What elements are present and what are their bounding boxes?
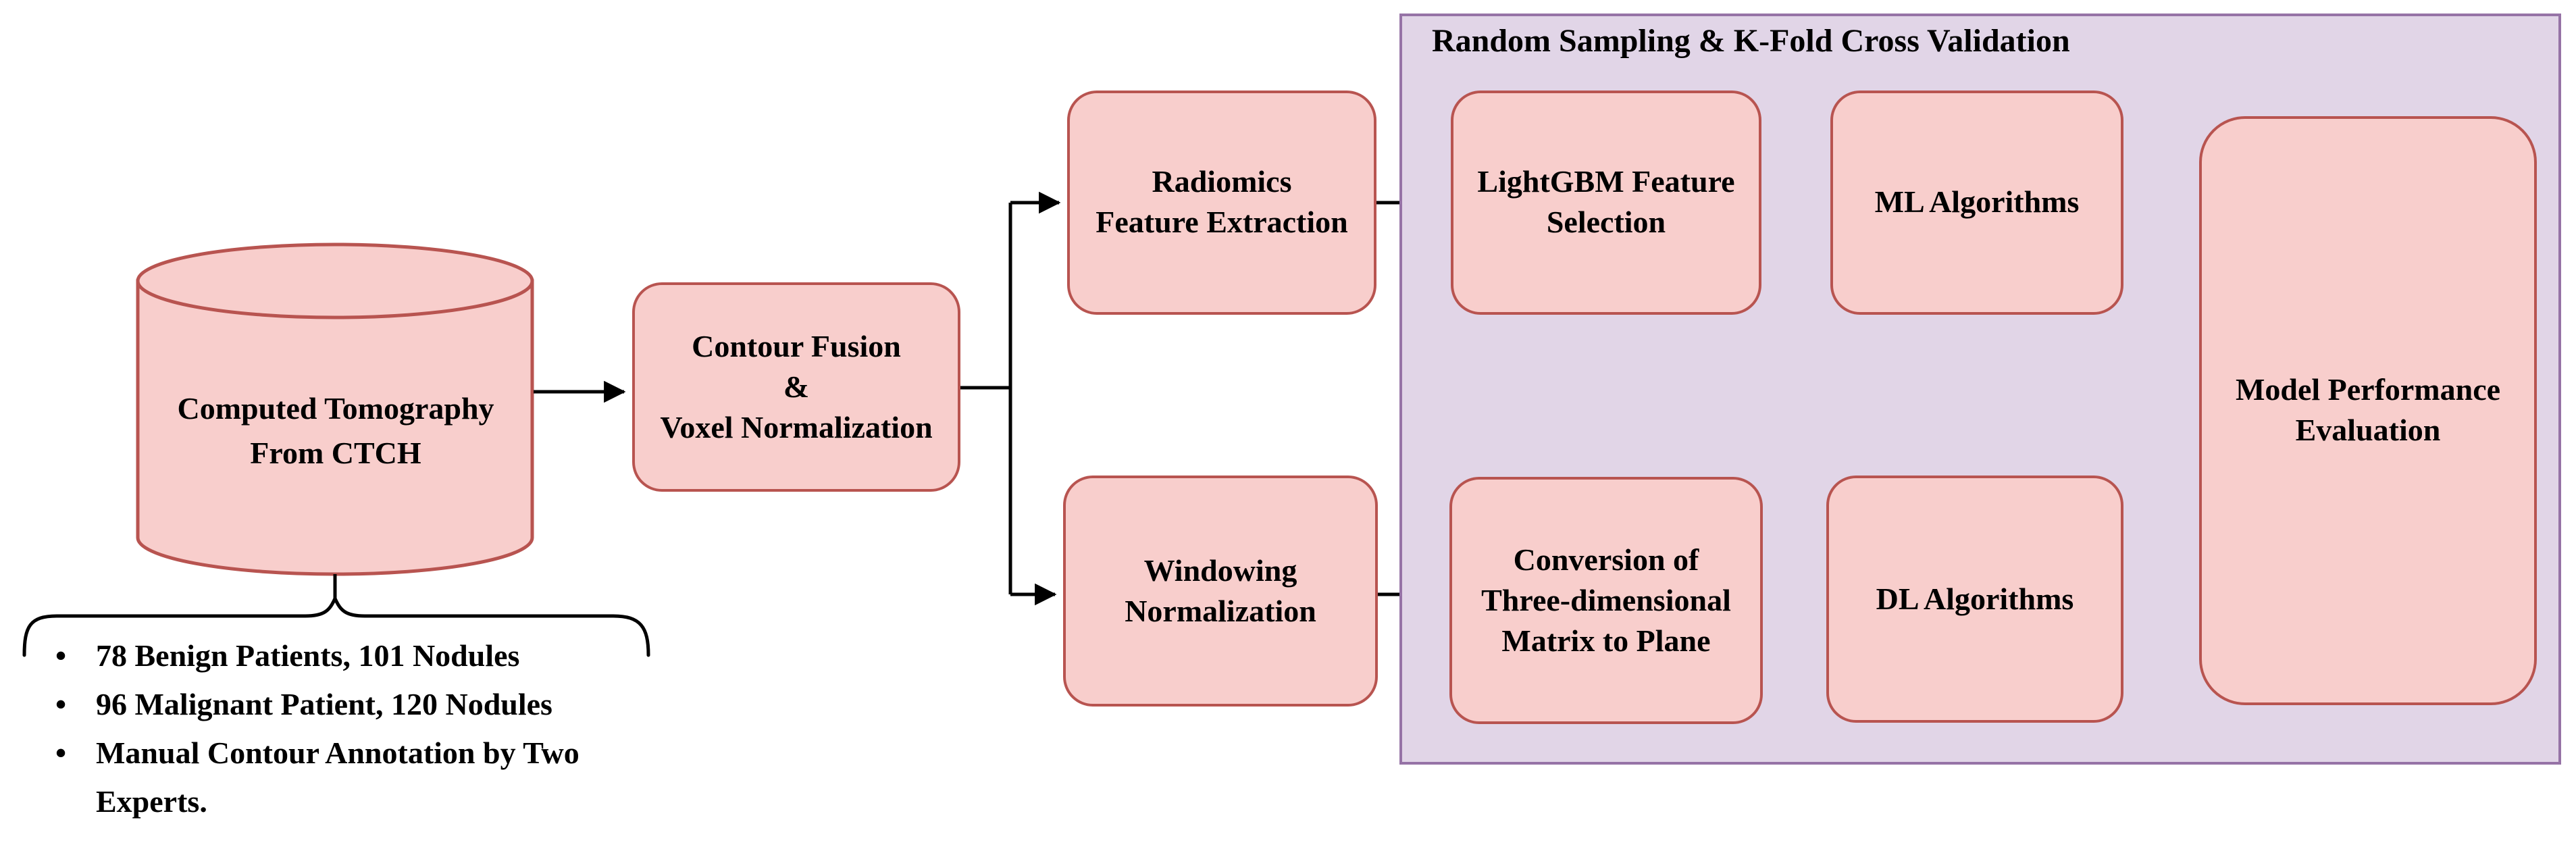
node-ml-algorithms: ML Algorithms [1830, 91, 2123, 315]
node-model-performance-evaluation: Model Performance Evaluation [2199, 116, 2537, 705]
node-windowing-normalization: Windowing Normalization [1063, 476, 1378, 707]
node-lightgbm-feature-selection: LightGBM Feature Selection [1451, 91, 1761, 315]
bullet-icon [55, 681, 96, 729]
node-label-line: Normalization [1125, 594, 1316, 627]
ct-database-label-line: From CTCH [250, 436, 421, 470]
dataset-note: 78 Benign Patients, 101 Nodules [96, 639, 520, 673]
node-label-line: Evaluation [2295, 413, 2441, 447]
node-label-line: Windowing [1143, 553, 1297, 587]
list-item: Manual Contour Annotation by Two Experts… [55, 729, 690, 827]
node-label-line: LightGBM Feature [1477, 165, 1735, 199]
cylinder-top [136, 242, 534, 319]
bullet-icon [55, 729, 96, 778]
node-contour-fusion: Contour Fusion & Voxel Normalization [632, 282, 960, 492]
bullet-icon [55, 632, 96, 681]
node-label-line: DL Algorithms [1876, 582, 2074, 615]
ct-database-label-line: Computed Tomography [177, 392, 494, 426]
branch-connector [960, 203, 1012, 594]
dataset-notes-list: 78 Benign Patients, 101 Nodules 96 Malig… [55, 632, 690, 827]
dataset-note: Manual Contour Annotation by Two Experts… [96, 736, 579, 819]
node-label-line: ML Algorithms [1874, 185, 2080, 219]
cross-validation-region-title: Random Sampling & K-Fold Cross Validatio… [1432, 24, 2070, 59]
node-label-line: Conversion of [1513, 542, 1699, 576]
node-label-line: Voxel Normalization [660, 410, 933, 444]
node-radiomics-feature-extraction: Radiomics Feature Extraction [1067, 91, 1376, 315]
node-label-line: Contour Fusion [692, 329, 901, 363]
node-label-line: Matrix to Plane [1501, 623, 1711, 657]
node-label-line: Feature Extraction [1096, 205, 1348, 239]
node-label-line: Model Performance [2235, 373, 2501, 407]
node-label-line: & [783, 369, 810, 403]
node-label-line: Three-dimensional [1481, 583, 1731, 617]
node-dl-algorithms: DL Algorithms [1826, 476, 2123, 723]
dataset-note: 96 Malignant Patient, 120 Nodules [96, 688, 552, 721]
list-item: 96 Malignant Patient, 120 Nodules [55, 681, 690, 729]
node-label-line: Radiomics [1152, 165, 1292, 199]
node-matrix-conversion: Conversion of Three-dimensional Matrix t… [1449, 477, 1763, 724]
ct-database-label: Computed Tomography From CTCH [138, 386, 534, 476]
node-label-line: Selection [1546, 205, 1666, 239]
list-item: 78 Benign Patients, 101 Nodules [55, 632, 690, 681]
